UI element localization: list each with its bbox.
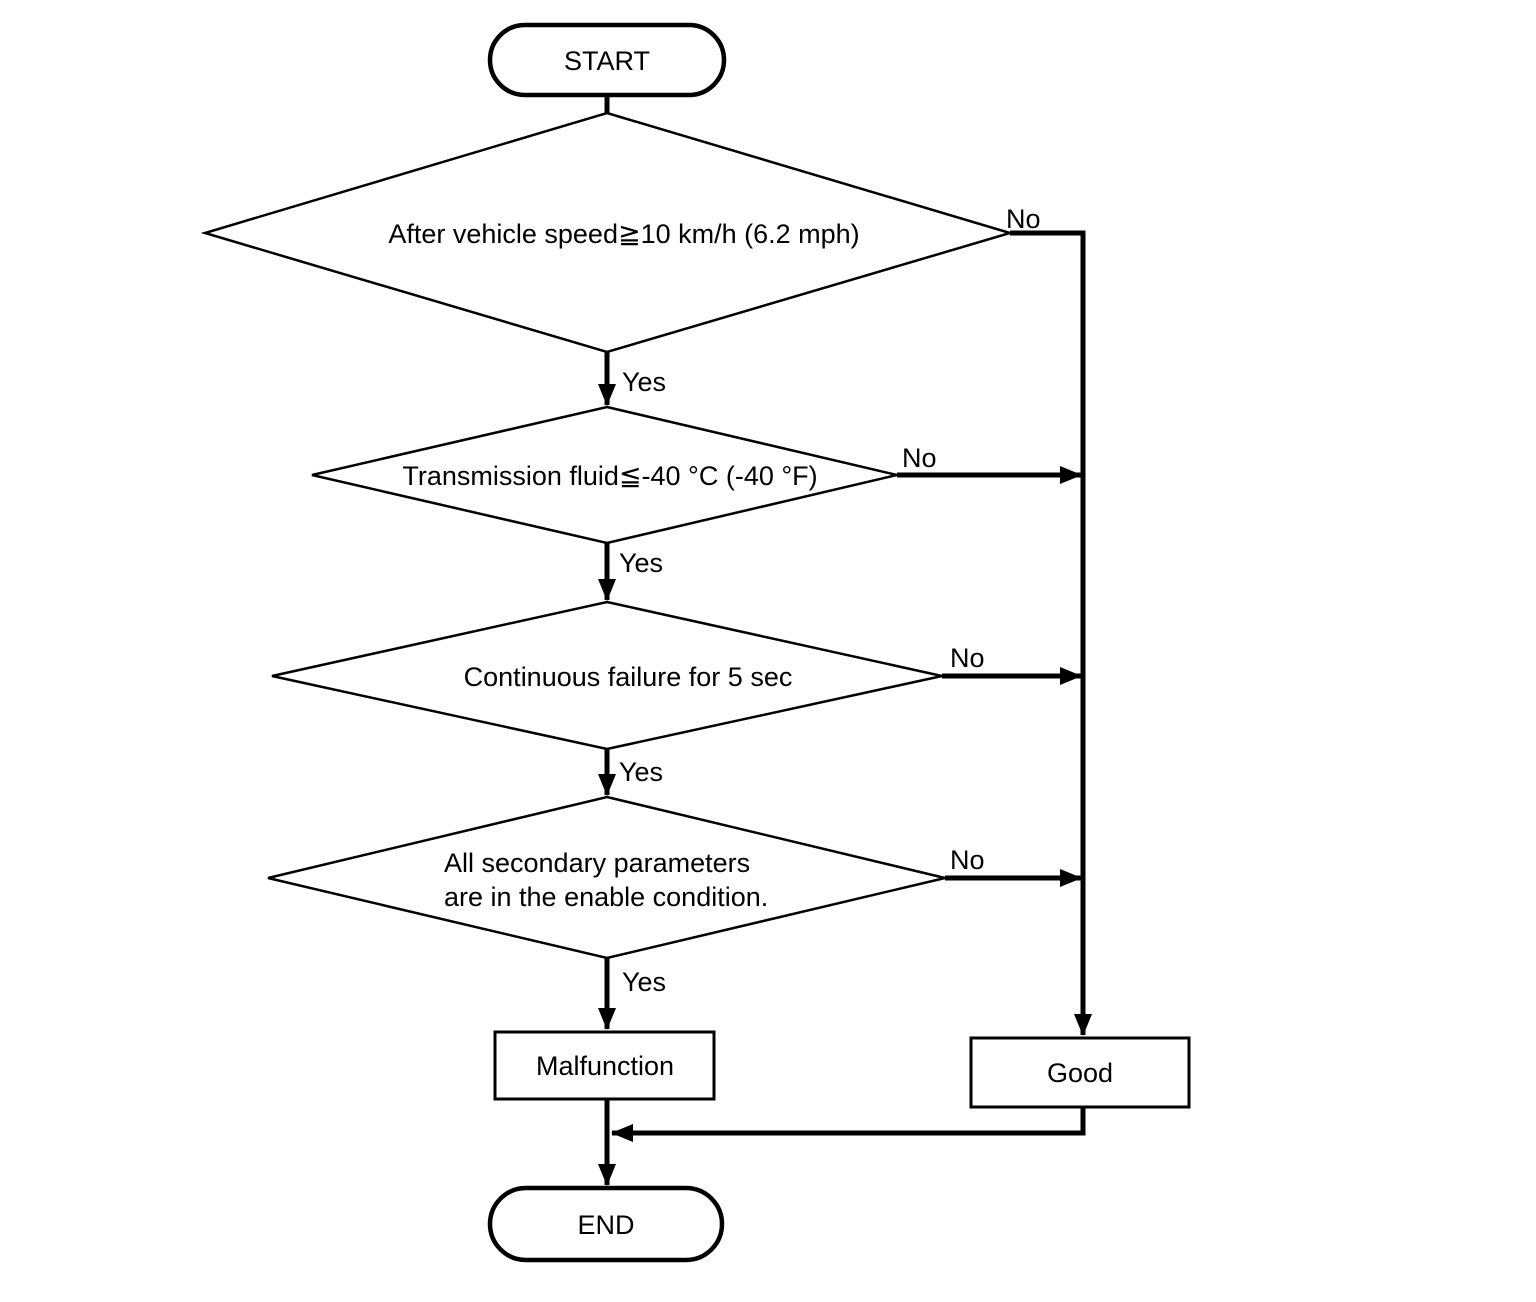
node-start: [487, 22, 727, 98]
node-malfunction: [493, 1030, 716, 1101]
node-decision2-label: Transmission fluid≦-40 °C (-40 °F): [402, 461, 817, 491]
edge-decision1-no-rail: [1010, 230, 1092, 1036]
edge-label-decision1-yes: Yes: [622, 367, 666, 397]
node-decision2: [311, 405, 898, 545]
edge-good-to-join: [611, 1107, 1086, 1142]
edge-label-decision1-no: No: [1006, 204, 1041, 234]
edge-label-decision4-yes: Yes: [622, 967, 666, 997]
node-end: [487, 1185, 725, 1263]
node-good: [969, 1036, 1191, 1109]
node-decision3: [271, 600, 943, 751]
node-start-label: START: [564, 46, 650, 76]
node-decision3-label: Continuous failure for 5 sec: [464, 662, 793, 692]
node-group: START After vehicle speed≧10 km/h (6.2 m…: [200, 22, 1191, 1263]
node-decision4-label-line1: All secondary parameters: [444, 848, 750, 878]
node-decision1-label: After vehicle speed≧10 km/h (6.2 mph): [388, 219, 859, 249]
edge-label-decision2-yes: Yes: [619, 548, 663, 578]
node-decision1: [200, 111, 1015, 354]
node-malfunction-label: Malfunction: [536, 1051, 674, 1081]
edge-label-decision3-yes: Yes: [619, 757, 663, 787]
node-decision4: [267, 795, 946, 960]
node-decision4-label-line2: are in the enable condition.: [444, 882, 768, 912]
node-end-label: END: [577, 1210, 634, 1240]
node-good-label: Good: [1047, 1058, 1113, 1088]
edge-label-decision4-no: No: [950, 845, 985, 875]
edge-label-decision3-no: No: [950, 643, 985, 673]
edge-label-group: Yes No Yes No Yes No Yes No: [619, 204, 1041, 997]
edge-label-decision2-no: No: [902, 443, 937, 473]
connector-group: [598, 93, 1092, 1186]
